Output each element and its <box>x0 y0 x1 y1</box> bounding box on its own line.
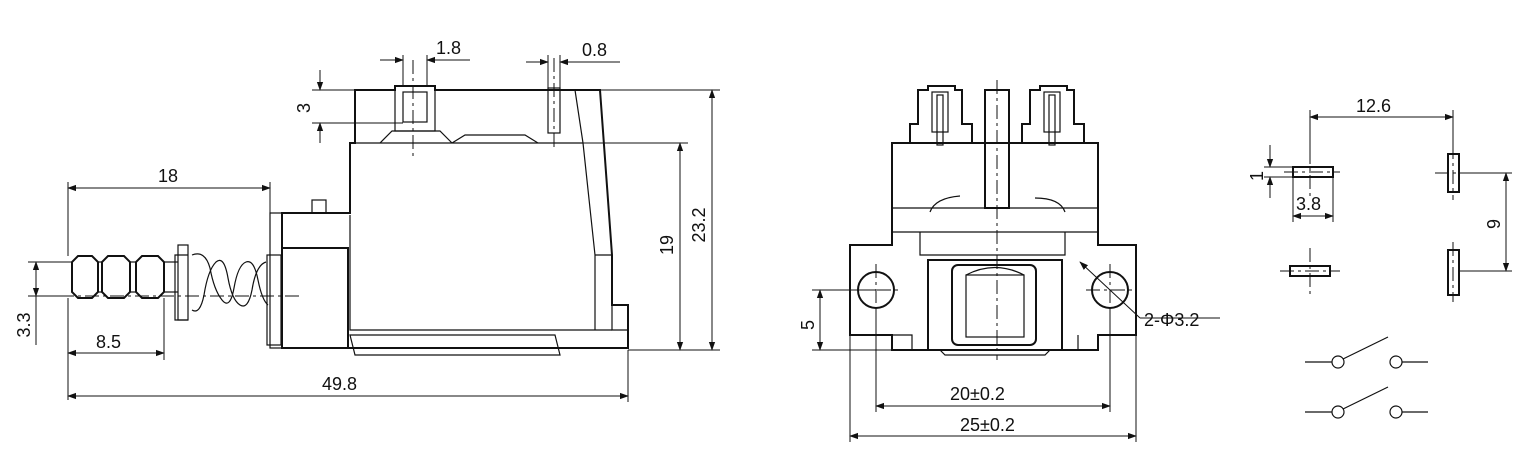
dim-slot-width: 1 <box>1247 171 1267 181</box>
dim-body-height: 19 <box>657 235 677 255</box>
dim-hole-spacing: 20±0.2 <box>950 384 1005 404</box>
switch-schematic <box>1305 336 1428 419</box>
pin-layout: 12.6 1 3.8 9 <box>1247 96 1512 302</box>
dim-overall-height: 23.2 <box>689 207 709 242</box>
dim-plunger-extension: 8.5 <box>96 332 121 352</box>
dim-hole-diameter: 2-Φ3.2 <box>1144 310 1199 330</box>
dim-pin-height: 3 <box>294 103 314 113</box>
dim-top-pin-width: 1.8 <box>436 38 461 58</box>
dim-slot-length: 3.8 <box>1296 194 1321 214</box>
dim-flange-width: 25±0.2 <box>960 415 1015 435</box>
dim-plunger-length: 18 <box>158 166 178 186</box>
dim-pin-pitch-x: 12.6 <box>1356 96 1391 116</box>
dim-plunger-diameter: 3.3 <box>14 312 34 337</box>
dim-pin-pitch-y: 9 <box>1484 219 1504 229</box>
dim-hole-offset: 5 <box>798 320 818 330</box>
side-view: 1.8 0.8 3 18 23.2 19 3.3 <box>14 38 720 402</box>
dim-small-pin-width: 0.8 <box>582 40 607 60</box>
dim-total-length: 49.8 <box>322 374 357 394</box>
front-view: 5 2-Φ3.2 20±0.2 25±0.2 <box>798 80 1220 442</box>
